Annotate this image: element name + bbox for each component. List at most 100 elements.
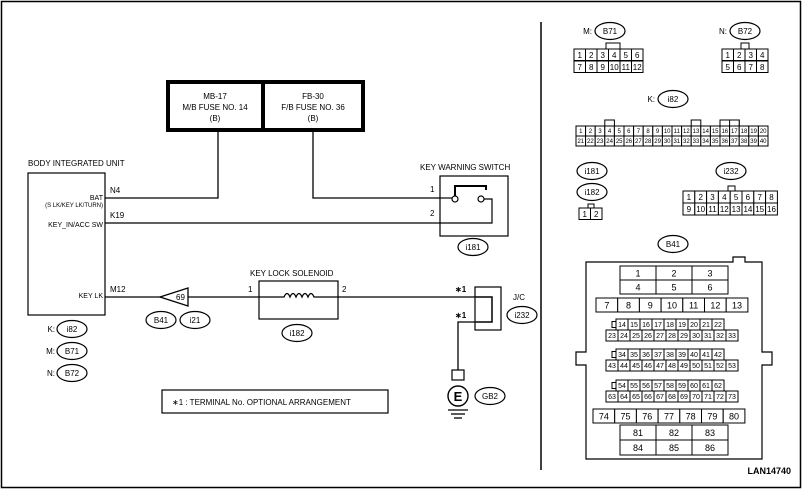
b71-pin-5: 5 <box>624 51 629 60</box>
callout-b41: B41 <box>145 310 177 330</box>
kws-pin2: 2 <box>430 209 435 218</box>
i82-pin-36: 36 <box>721 139 728 145</box>
b41-pin-81: 81 <box>633 428 643 438</box>
pin-m12: M12 <box>110 285 126 294</box>
b71-pin-4: 4 <box>612 51 617 60</box>
b71-pin-6: 6 <box>635 51 640 60</box>
ground-circle-icon <box>447 385 469 407</box>
b41-pin-8: 8 <box>626 301 631 311</box>
b41-pin-86: 86 <box>705 443 715 453</box>
i182-pin-1: 1 <box>583 210 588 219</box>
ground-symbol: E <box>454 389 463 404</box>
b72-callout-text: B72 <box>738 27 753 36</box>
b41-pin-51: 51 <box>704 363 712 370</box>
i232-pin-10: 10 <box>696 205 705 214</box>
i181-callout-text: i181 <box>584 167 600 176</box>
b41-pin-23: 23 <box>608 333 616 340</box>
b41-cell-53 <box>725 359 739 372</box>
jc-internal-link <box>476 296 493 323</box>
b41-pin-53: 53 <box>728 363 736 370</box>
b41-pin-26: 26 <box>644 333 652 340</box>
b41-pin-14: 14 <box>618 322 626 329</box>
b41-pin-19: 19 <box>678 322 686 329</box>
i232-pin-6: 6 <box>746 193 751 202</box>
b71-pin-7: 7 <box>578 63 583 72</box>
b41-pin-39: 39 <box>678 352 686 359</box>
b41-pin-10: 10 <box>667 301 677 311</box>
i82-pin-38: 38 <box>741 139 748 145</box>
i82-pin-11: 11 <box>674 129 681 135</box>
i82-pin-24: 24 <box>606 139 613 145</box>
b41-pin-69: 69 <box>680 394 688 401</box>
callout-b41-text: B41 <box>154 316 169 325</box>
i232-pin-13: 13 <box>732 205 741 214</box>
i182-pin-2: 2 <box>594 210 599 219</box>
b41-pin-63: 63 <box>608 394 616 401</box>
body-unit-box <box>27 172 106 316</box>
i82-key-1 <box>690 119 702 127</box>
kls-pin2: 2 <box>342 285 347 294</box>
i82-pin-23: 23 <box>597 139 604 145</box>
i82-pin-39: 39 <box>750 139 757 145</box>
callout-i232-text: i232 <box>514 311 530 320</box>
b41-pin-85: 85 <box>669 443 679 453</box>
b41-pin-76: 76 <box>642 412 652 422</box>
i82-pin-25: 25 <box>616 139 623 145</box>
b41-pin-22: 22 <box>714 322 722 329</box>
i232-callout-oval <box>715 161 747 181</box>
b71-prefix: M: <box>583 27 592 36</box>
i181-callout: i181 <box>576 161 608 181</box>
fuse-mb17-line3: (B) <box>210 114 221 123</box>
key-warning-switch-box <box>439 175 509 237</box>
legend-callout-i82-text: i82 <box>67 325 78 334</box>
b41-pin-52: 52 <box>716 363 724 370</box>
i232-pin-4: 4 <box>722 193 727 202</box>
legend-callout-B72-text: B72 <box>65 369 80 378</box>
b41-pin-34: 34 <box>618 352 626 359</box>
b41-pin-45: 45 <box>632 363 640 370</box>
i82-pin-27: 27 <box>635 139 642 145</box>
i82-pin-30: 30 <box>664 139 671 145</box>
i82-pin-34: 34 <box>702 139 709 145</box>
jc-mark-2: ∗1 <box>455 311 467 320</box>
b41-pin-64: 64 <box>620 394 628 401</box>
key-warning-switch-title: KEY WARNING SWITCH <box>420 163 510 172</box>
b41-pin-38: 38 <box>666 352 674 359</box>
i232-callout-text: i232 <box>723 167 739 176</box>
callout-i181: i181 <box>457 237 489 257</box>
i82-pin-7: 7 <box>637 129 641 135</box>
b72-pin-2: 2 <box>737 51 742 60</box>
b41-cell-6 <box>691 279 729 295</box>
b71-callout-oval <box>594 21 626 41</box>
b41-pin-72: 72 <box>716 394 724 401</box>
key-in-label: KEY_IN/ACC SW <box>48 222 103 229</box>
wire-n4 <box>105 132 219 199</box>
ground-block <box>451 369 465 381</box>
b41-pin-16: 16 <box>642 322 650 329</box>
b71-pin-12: 12 <box>633 63 642 72</box>
key-lock-solenoid-title: KEY LOCK SOLENOID <box>250 269 334 278</box>
b41-pin-67: 67 <box>656 394 664 401</box>
b41-pin-11: 11 <box>689 301 698 311</box>
i82-key-0 <box>604 119 615 127</box>
b71-pin-8: 8 <box>589 63 594 72</box>
b41-key-7 <box>611 382 617 389</box>
callout-i182: i182 <box>281 323 313 343</box>
fuse-mb17-line2: M/B FUSE NO. 14 <box>182 103 248 112</box>
i82-key-3 <box>729 119 740 127</box>
b41-pin-9: 9 <box>648 301 653 311</box>
i232-pin-1: 1 <box>687 193 692 202</box>
b71-pin-11: 11 <box>622 63 631 72</box>
b72-prefix: N: <box>719 27 727 36</box>
b41-pin-36: 36 <box>642 352 650 359</box>
b41-pin-4: 4 <box>635 283 640 293</box>
b41-cell-86 <box>691 439 729 456</box>
key-lk-label: KEY LK <box>79 293 104 300</box>
legend-prefix-B72: N: <box>47 369 55 378</box>
callout-b41-oval <box>145 310 177 330</box>
b41-key-3 <box>611 321 617 328</box>
b72-callout: B72 <box>729 21 761 41</box>
jc-label: J/C <box>513 293 525 302</box>
i82-pin-2: 2 <box>589 129 593 135</box>
b41-pin-47: 47 <box>656 363 664 370</box>
